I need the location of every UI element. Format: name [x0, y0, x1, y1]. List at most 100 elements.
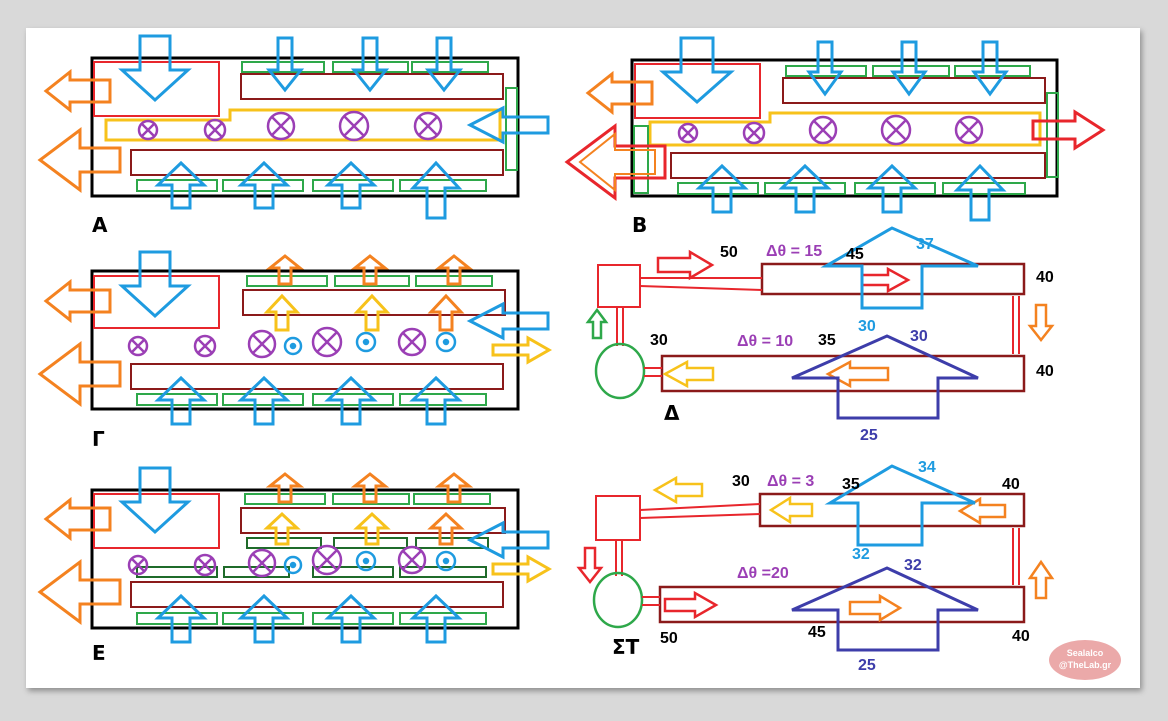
- mid-fan: [136, 566, 218, 578]
- temp-air-out-top: 37: [916, 236, 934, 253]
- intake-arrow-up: [154, 593, 208, 644]
- intake-arrow-up: [237, 375, 291, 426]
- intake-arrow-up: [324, 593, 378, 644]
- bottom-fan: [222, 612, 304, 625]
- front-fan: [633, 125, 649, 194]
- intake-arrow-left: [466, 301, 550, 341]
- component-fans: [677, 114, 984, 146]
- airflow-arrow: [820, 226, 979, 310]
- top-fan: [334, 275, 410, 287]
- bottom-fan: [136, 393, 218, 406]
- top-fan: [413, 493, 491, 505]
- tube: [642, 596, 660, 606]
- top-fan: [332, 493, 410, 505]
- intake-arrow-down: [118, 250, 192, 319]
- tube: [644, 367, 662, 377]
- warm-air-arrow-up: [353, 293, 391, 332]
- delta-theta-lower: Δθ = 10: [737, 333, 793, 350]
- temp-lower-left: 45: [808, 624, 826, 641]
- panel-label-gamma: Γ: [92, 427, 105, 451]
- temp-pump: 30: [650, 332, 668, 349]
- bottom-fan: [312, 179, 394, 192]
- intake-arrow-down: [424, 36, 464, 93]
- exhaust-arrow: [43, 496, 112, 542]
- temp-air-in-upper: 30: [858, 318, 876, 335]
- bottom-fan: [399, 393, 487, 406]
- intake-arrow-up: [237, 593, 291, 644]
- psu-block: [634, 63, 761, 119]
- bottom-fan: [399, 179, 487, 192]
- mid-fan: [312, 566, 394, 578]
- exhaust-arrow-rear: [1031, 109, 1106, 151]
- component-fans: [137, 110, 443, 142]
- upper-radiator: [782, 77, 1046, 104]
- temp-upper-right: 40: [1002, 476, 1020, 493]
- panel-label-delta: Δ: [664, 401, 680, 425]
- intake-arrow-down: [971, 40, 1009, 97]
- lower-radiator: [130, 363, 504, 390]
- bottom-fan: [854, 182, 936, 195]
- delta-theta-upper: Δθ = 15: [766, 243, 822, 260]
- flow-arrow: [1027, 303, 1055, 343]
- upper-radiator: [758, 492, 1026, 528]
- connecting-tube: [1012, 296, 1020, 354]
- flow-arrow: [663, 590, 719, 620]
- intake-arrow-down: [265, 36, 305, 93]
- top-fan: [246, 275, 328, 287]
- pump: [594, 342, 646, 400]
- case-outline: [90, 269, 520, 411]
- blower-fans: [283, 331, 457, 356]
- intake-arrow-up: [237, 160, 291, 210]
- lower-radiator: [130, 149, 504, 176]
- intake-arrow-left: [466, 520, 550, 560]
- flow-arrow: [1027, 559, 1055, 600]
- top-fan: [785, 65, 867, 77]
- top-fan: [244, 493, 326, 505]
- psu-block: [93, 493, 220, 549]
- panel-delta: 50 Δθ = 15 45 37 40 30 30 30 Δθ = 10 35 …: [585, 226, 1055, 444]
- upper-radiator: [240, 507, 506, 534]
- top-fan: [415, 275, 493, 287]
- intake-arrow-left: [466, 105, 550, 145]
- intake-arrow-up: [778, 163, 832, 214]
- top-fan: [954, 65, 1031, 77]
- warm-air-arrow-up: [353, 511, 391, 546]
- exhaust-arrow-up: [350, 472, 390, 504]
- upper-radiator: [240, 73, 504, 100]
- panel-a: Α: [37, 34, 550, 237]
- exhaust-arrow: [37, 127, 122, 193]
- temp-lower-right: 40: [1036, 363, 1054, 380]
- intake-arrow-up: [409, 593, 463, 644]
- bottom-fan: [677, 182, 759, 195]
- flow-arrow: [957, 496, 1007, 526]
- intake-arrow-down: [806, 40, 844, 97]
- pump: [592, 571, 644, 629]
- top-fan: [241, 61, 325, 73]
- exhaust-arrow: [37, 341, 122, 407]
- warm-air-arrow-up: [263, 511, 301, 546]
- flow-arrow: [860, 266, 911, 294]
- intake-arrow-up: [409, 160, 463, 220]
- top-fan: [332, 61, 409, 73]
- tube: [639, 503, 761, 519]
- bottom-fan: [764, 182, 846, 195]
- intake-arrow-up: [154, 160, 208, 210]
- tube: [616, 307, 624, 346]
- exhaust-arrow: [43, 68, 112, 114]
- tube: [639, 277, 763, 291]
- top-fan: [872, 65, 950, 77]
- temp-air-in-lower: 25: [858, 657, 876, 674]
- warm-air-arrow-up: [263, 293, 301, 332]
- mid-fan: [246, 537, 322, 549]
- panel-gamma: Γ: [37, 250, 553, 451]
- temp-air-in-upper: 32: [852, 546, 870, 563]
- intake-arrow-down: [350, 36, 390, 93]
- temp-air-in-lower: 25: [860, 427, 878, 444]
- warm-air-arrow-up: [427, 293, 465, 332]
- rear-fan: [1046, 92, 1059, 178]
- component-fans: [127, 326, 427, 359]
- exhaust-arrow: [43, 278, 112, 324]
- bottom-fan: [222, 393, 304, 406]
- intake-arrow-up: [865, 163, 919, 214]
